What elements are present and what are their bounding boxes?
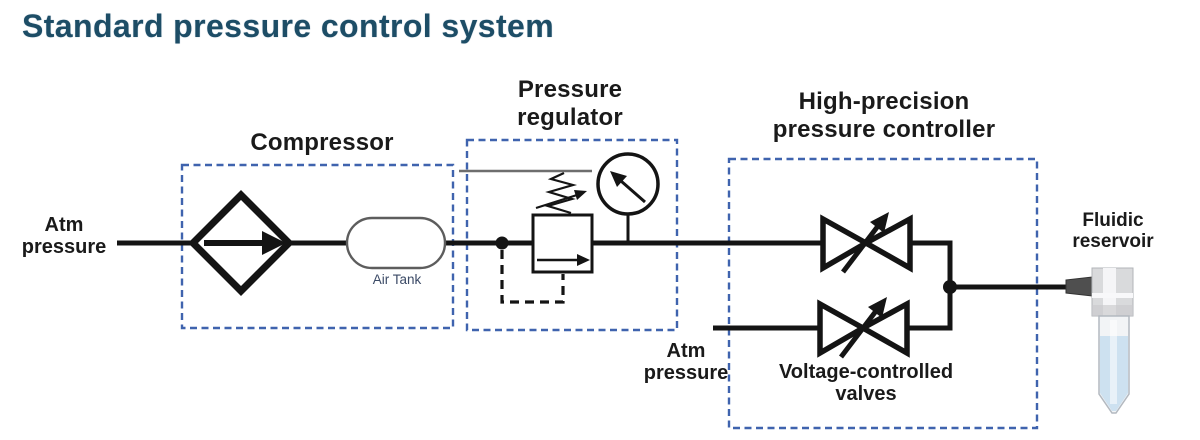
gauge-icon bbox=[596, 152, 660, 216]
fluidic-reservoir bbox=[1065, 267, 1134, 414]
valve-bottom bbox=[817, 297, 910, 359]
valve-top-left-triangle bbox=[820, 214, 872, 273]
reservoir-tube-highlight bbox=[1110, 320, 1117, 404]
flow-line-top-valve-out bbox=[909, 240, 953, 287]
reservoir-cap-ring bbox=[1092, 293, 1133, 298]
valve-top bbox=[820, 212, 913, 274]
compressor-label: Compressor bbox=[250, 129, 394, 156]
regulator-flow-arrow-head bbox=[577, 254, 590, 266]
spring-arrow-shaft bbox=[535, 193, 578, 210]
compressor-diamond bbox=[188, 190, 294, 296]
reservoir-cap-shade bbox=[1092, 305, 1133, 316]
spring-icon bbox=[544, 172, 578, 215]
junction-dot-output bbox=[943, 280, 957, 294]
valve-bottom-arrow-shaft bbox=[839, 309, 878, 359]
regulator-symbol bbox=[495, 152, 660, 304]
air-tank-label: Air Tank bbox=[372, 272, 422, 287]
regulator-box bbox=[465, 138, 679, 332]
flow-lines bbox=[117, 240, 1068, 331]
gauge-needle bbox=[620, 179, 646, 204]
compressor-box bbox=[180, 163, 455, 330]
gauge-needle-head bbox=[610, 171, 627, 187]
reservoir-cap-highlight bbox=[1103, 268, 1116, 316]
valve-bottom-right-triangle bbox=[857, 299, 910, 358]
regulator-label: Pressure regulator bbox=[517, 76, 623, 131]
valve-top-arrow-shaft bbox=[841, 224, 880, 274]
regulator-body bbox=[531, 213, 594, 274]
controller-box bbox=[727, 157, 1039, 430]
valve-top-arrow-head bbox=[870, 212, 889, 233]
air-tank-capsule bbox=[345, 216, 447, 270]
voltage-controlled-valves-label: Voltage-controlled valves bbox=[778, 361, 954, 406]
page-title: Standard pressure control system bbox=[22, 8, 555, 44]
compressor-arrow-head bbox=[262, 231, 286, 255]
valve-bottom-left-triangle bbox=[817, 299, 869, 358]
controller-label: High-precision pressure controller bbox=[772, 88, 996, 143]
fluidic-reservoir-label: Fluidic reservoir bbox=[1072, 210, 1154, 253]
air-tank bbox=[345, 216, 447, 270]
valve-top-right-triangle bbox=[860, 214, 913, 273]
atm-pressure-bottom-label: Atm pressure bbox=[643, 340, 729, 385]
spring-arrow-head bbox=[574, 190, 587, 200]
valve-bottom-arrow-head bbox=[868, 297, 887, 318]
compressor-symbol bbox=[188, 190, 294, 296]
atm-pressure-left-label: Atm pressure bbox=[21, 214, 107, 259]
junction-dot-regulator bbox=[495, 236, 509, 250]
feedback-dashed-line bbox=[500, 250, 565, 304]
connector-plug bbox=[1065, 276, 1093, 297]
flow-line-bottom-valve-out bbox=[906, 287, 953, 331]
